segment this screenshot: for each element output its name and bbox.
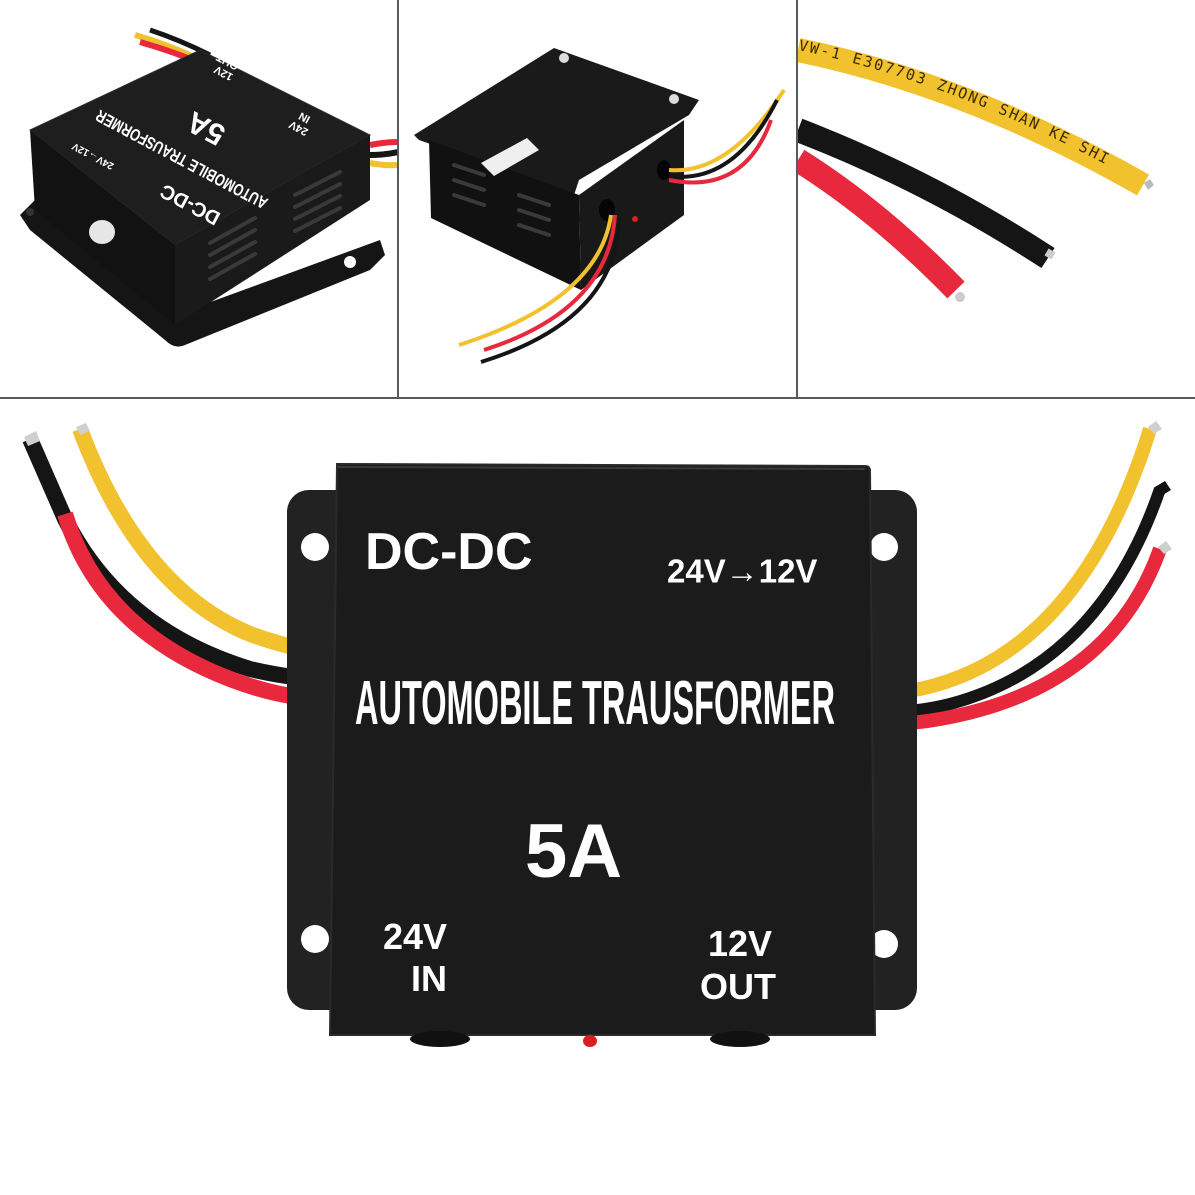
wire-closeup-image: VW-1 E307703 ZHONG SHAN KE SHI [798,36,1154,302]
input-label: IN [411,958,447,999]
divider-vertical-1 [397,0,399,398]
output-label: OUT [700,966,776,1007]
product-name-label: AUTOMOBILE TRAUSFORMER [355,670,835,739]
category-label: DC-DC [365,523,533,581]
panel-angled-view: DC-DC AUTOMOBILE TRAUSFORMER 5A 24V→12V … [0,0,398,397]
current-rating-label: 5A [525,809,622,894]
divider-vertical-2 [796,0,798,398]
conversion-label: 24V→12V [667,553,817,590]
converter-angled-image: DC-DC AUTOMOBILE TRAUSFORMER 5A 24V→12V … [20,27,398,347]
panel-rear-view [399,0,796,397]
panel-front-view: DC-DC 24V→12V AUTOMOBILE TRAUSFORMER 5A … [0,399,1195,1195]
panel-wire-closeup: VW-1 E307703 ZHONG SHAN KE SHI [798,0,1195,397]
converter-front-image: DC-DC 24V→12V AUTOMOBILE TRAUSFORMER 5A … [22,421,1172,1047]
converter-rear-image [414,48,786,364]
angled-input-label: IN [297,109,312,125]
output-voltage-label: 12V [708,923,772,964]
divider-horizontal [0,397,1195,399]
input-voltage-label: 24V [383,916,447,957]
